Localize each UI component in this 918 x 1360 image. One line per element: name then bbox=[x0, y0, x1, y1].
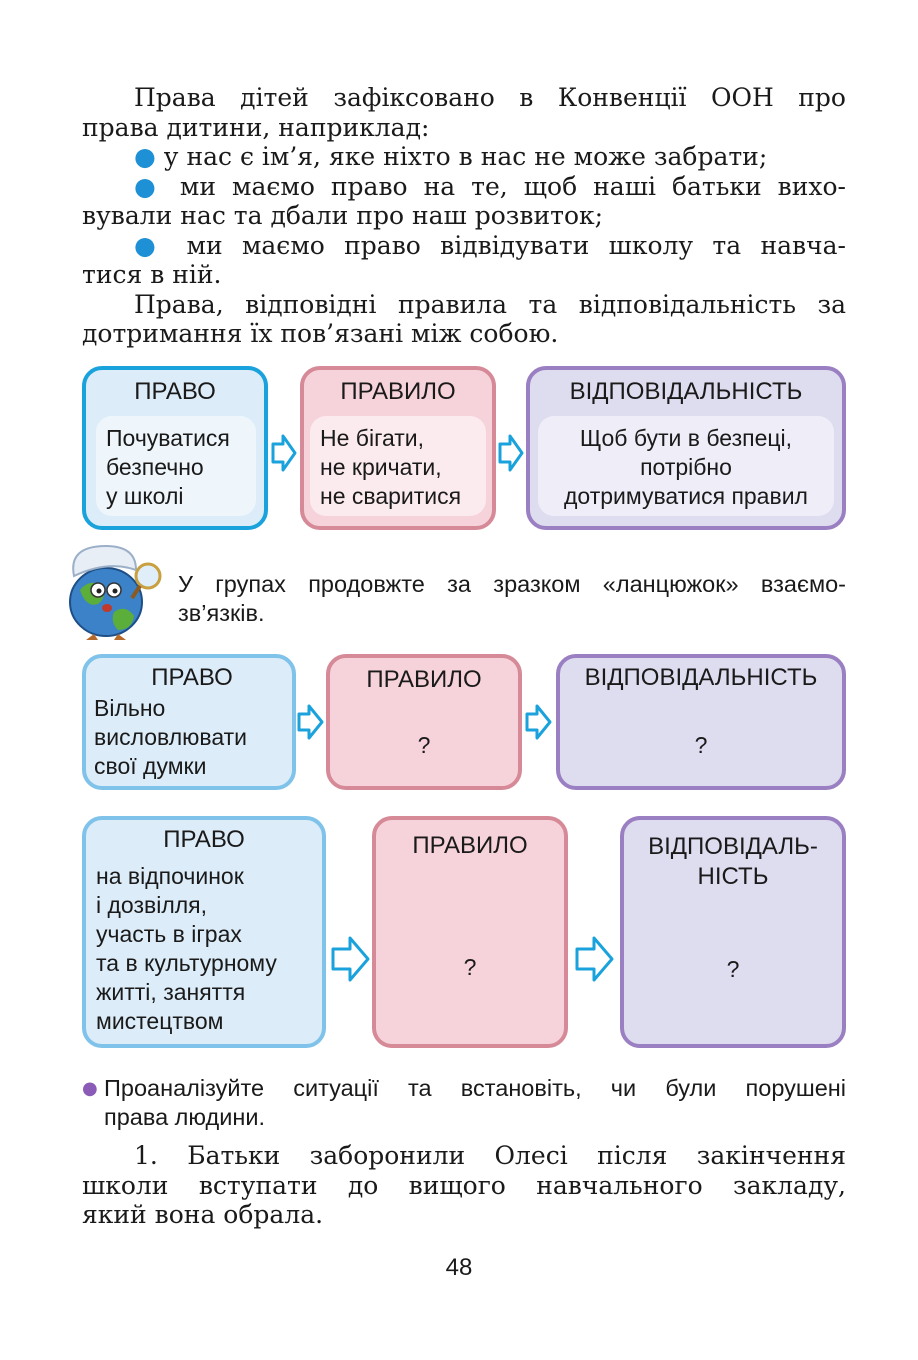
box-title: ПРАВО bbox=[163, 826, 245, 853]
box-content: Щоб бути в безпеці, потрібно дотримувати… bbox=[538, 416, 834, 516]
intro-line: Права дітей зафіксовано в Конвенції ООН … bbox=[134, 83, 846, 112]
case-line: який вона обрала. bbox=[82, 1200, 324, 1229]
box-title: ПРАВО bbox=[134, 378, 216, 405]
box-content: Почуватися безпечно у школі bbox=[96, 416, 256, 516]
chain1-rule-box: ПРАВИЛО Не бігати, не кричати, не сварит… bbox=[300, 366, 496, 530]
box-content: Вільно висловлювати свої думки bbox=[94, 695, 248, 779]
bullet-dot-icon: ● bbox=[134, 171, 164, 201]
intro-text: Права дітей зафіксовано в Конвенції ООН … bbox=[82, 83, 846, 349]
chain1-responsibility-box: ВІДПОВІДАЛЬНІСТЬ Щоб бути в безпеці, пот… bbox=[526, 366, 846, 530]
box-content: на відпочинок і дозвілля, участь в іграх… bbox=[96, 863, 277, 1034]
box-title: ВІДПОВІДАЛЬ- НІСТЬ bbox=[648, 833, 818, 890]
chain3-rule-box: ПРАВИЛО ? bbox=[372, 816, 568, 1048]
arrow-right-icon bbox=[575, 936, 614, 982]
placeholder-question: ? bbox=[417, 732, 431, 758]
box-title: ВІДПОВІДАЛЬНІСТЬ bbox=[584, 664, 818, 691]
chain2-rule-box: ПРАВИЛО ? bbox=[326, 654, 522, 790]
box-title: ВІДПОВІДАЛЬНІСТЬ bbox=[569, 378, 803, 405]
bullet-dot-icon: ● bbox=[134, 142, 156, 171]
intro-line: дотримання їх пов’язані між собою. bbox=[82, 319, 559, 348]
arrow-right-icon bbox=[297, 704, 324, 740]
arrow-right-icon bbox=[525, 704, 552, 740]
bullet-item-cont: тися в ній. bbox=[82, 260, 222, 289]
page-number: 48 bbox=[445, 1254, 473, 1281]
task-text: У групах продовжте за зразком «ланцюжок»… bbox=[178, 571, 846, 626]
bullet-item: ● ми маємо право відвідувати школу та на… bbox=[134, 230, 846, 260]
box-title: ПРАВИЛО bbox=[366, 666, 482, 693]
box-content: Не бігати, не кричати, не сваритися bbox=[310, 416, 486, 516]
bullet-dot-icon: ● bbox=[134, 230, 168, 260]
chain2-right-box: ПРАВО Вільно висловлювати свої думки bbox=[82, 654, 296, 790]
case-line: 1. Батьки заборонили Олесі після закінче… bbox=[134, 1141, 846, 1170]
placeholder-question: ? bbox=[726, 956, 740, 982]
bullet-item: ● у нас є ім’я, яке ніхто в нас не може … bbox=[134, 142, 768, 171]
placeholder-question: ? bbox=[463, 954, 477, 980]
bullet-dot-icon: ● bbox=[82, 1078, 98, 1099]
bullet-item-cont: вували нас та дбали про наш розвиток; bbox=[82, 201, 604, 230]
case-1-text: 1. Батьки заборонили Олесі після закінче… bbox=[82, 1141, 846, 1230]
chain3-responsibility-box: ВІДПОВІДАЛЬ- НІСТЬ ? bbox=[620, 816, 846, 1048]
box-title: ПРАВО bbox=[151, 664, 233, 691]
arrow-right-icon bbox=[498, 434, 524, 472]
intro-line: права дитини, наприклад: bbox=[82, 112, 430, 142]
chain3-right-box: ПРАВО на відпочинок і дозвілля, участь в… bbox=[82, 816, 326, 1048]
box-title: ПРАВИЛО bbox=[340, 378, 456, 405]
chain1-right-box: ПРАВО Почуватися безпечно у школі bbox=[82, 366, 268, 530]
chain2-responsibility-box: ВІДПОВІДАЛЬНІСТЬ ? bbox=[556, 654, 846, 790]
globe-mascot-icon bbox=[69, 544, 162, 640]
arrow-right-icon bbox=[271, 434, 297, 472]
box-title: ПРАВИЛО bbox=[412, 832, 528, 859]
bullet-item: ● ми маємо право на те, щоб наші батьки … bbox=[134, 171, 846, 201]
placeholder-question: ? bbox=[694, 732, 708, 758]
case-line: школи вступати до вищого навчального зак… bbox=[82, 1170, 846, 1200]
arrow-right-icon bbox=[331, 936, 370, 982]
intro-line: Права, відповідні правила та відповідаль… bbox=[134, 289, 846, 319]
